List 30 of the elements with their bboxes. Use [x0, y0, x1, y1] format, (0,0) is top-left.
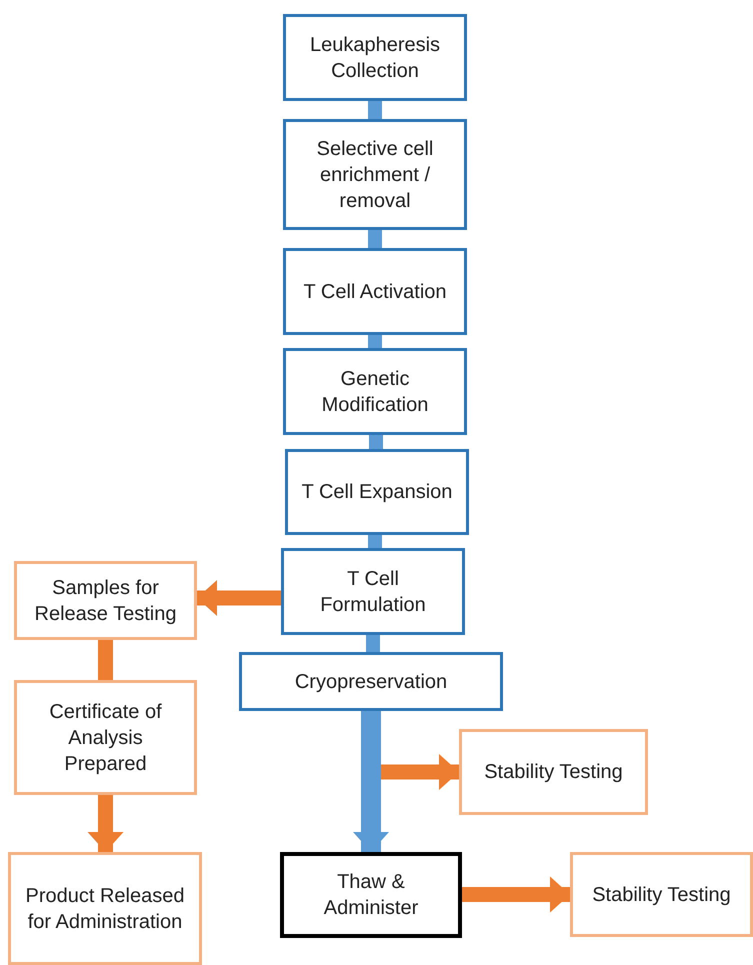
process-box: [283, 248, 467, 335]
step-label: Product Released for Administration: [24, 884, 186, 934]
process-box: [285, 449, 469, 535]
arrow: [197, 580, 281, 616]
process-box: [14, 561, 197, 640]
step-label: Cryopreservation: [294, 670, 448, 694]
step-label: Stability Testing: [592, 882, 731, 908]
step-label: T Cell Activation: [303, 280, 447, 304]
process-box: [8, 852, 202, 965]
step-label: T Cell Formulation: [319, 566, 427, 618]
process-box: [280, 852, 462, 938]
process-box: [14, 680, 197, 795]
process-box: [281, 548, 465, 635]
process-box: [570, 852, 753, 937]
process-box: [459, 729, 648, 815]
step-label: Stability Testing: [484, 760, 623, 785]
step-label: Samples for Release Testing: [34, 576, 178, 626]
step-label: Certificate of Analysis Prepared: [48, 700, 163, 776]
step-label: T Cell Expansion: [302, 480, 452, 505]
process-box: [283, 14, 467, 101]
process-box: [283, 348, 467, 435]
step-label: Thaw & Administer: [322, 870, 420, 921]
step-label: Leukapheresis Collection: [308, 32, 442, 84]
arrow: [462, 876, 570, 912]
process-box: [283, 119, 467, 230]
step-label: Genetic Modification: [320, 366, 430, 418]
arrow: [88, 795, 124, 852]
arrow: [353, 711, 389, 852]
step-label: Selective cell enrichment / removal: [316, 136, 434, 214]
process-box: [239, 652, 503, 711]
